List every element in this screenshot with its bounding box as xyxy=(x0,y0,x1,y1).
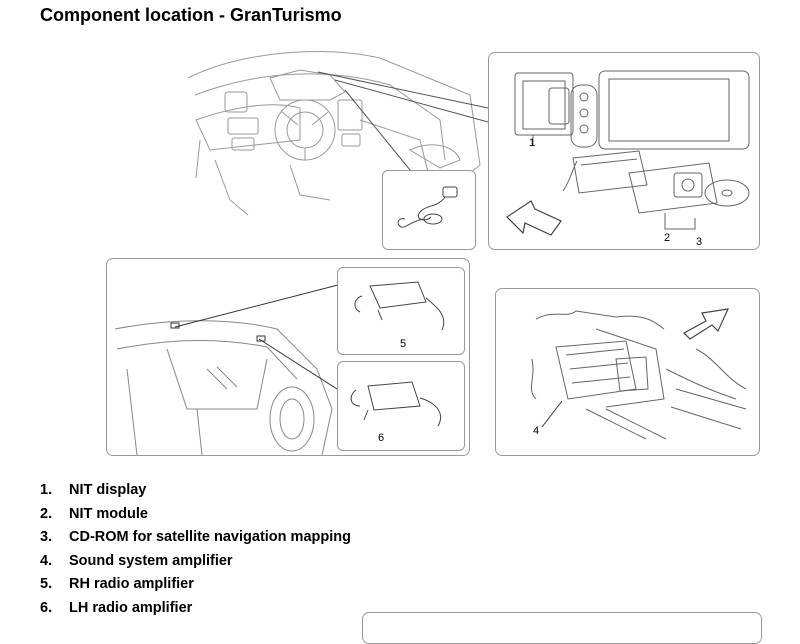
legend-label: NIT module xyxy=(69,505,148,522)
callout-4: 4 xyxy=(533,425,540,437)
page-title: Component location - GranTurismo xyxy=(40,5,342,25)
legend-item: 3. CD-ROM for satellite navigation mappin… xyxy=(40,527,351,551)
legend-item: 6. LH radio amplifier xyxy=(40,598,351,622)
sound-amplifier-panel: 4 xyxy=(495,288,760,456)
legend-number: 2. xyxy=(40,505,53,522)
legend-number: 3. xyxy=(40,529,53,546)
legend-label: RH radio amplifier xyxy=(69,576,194,593)
rh-amplifier-inset: 5 xyxy=(337,267,465,355)
callout-6: 6 xyxy=(378,432,385,444)
callout-2: 2 xyxy=(664,232,671,244)
nit-module-panel: 1 2 3 xyxy=(488,52,760,250)
rh-amplifier-drawing xyxy=(354,281,445,331)
legend-number: 1. xyxy=(40,482,53,498)
antenna-cable-drawing xyxy=(397,186,458,228)
nit-module-drawing xyxy=(506,70,750,236)
callout-5: 5 xyxy=(400,338,407,350)
radio-amplifier-panel: 5 6 xyxy=(106,258,470,456)
lh-amplifier-inset: 6 xyxy=(337,361,465,451)
antenna-cable-inset xyxy=(382,170,476,250)
dashboard-illustration xyxy=(187,51,489,216)
callout-1: 1 xyxy=(529,137,536,149)
sound-amplifier-drawing xyxy=(530,308,747,440)
legend-item: 2. NIT module xyxy=(40,504,351,528)
legend-label: Sound system amplifier xyxy=(69,552,233,569)
car-rear-drawing xyxy=(114,276,370,456)
cropped-panel xyxy=(362,612,762,644)
legend-label: CD-ROM for satellite navigation mapping xyxy=(69,529,351,546)
component-legend: 1. NIT display 2. NIT module 3. CD-ROM for … xyxy=(40,480,351,622)
legend-number: 5. xyxy=(40,576,53,593)
legend-item: 5. RH radio amplifier xyxy=(40,574,351,598)
lh-amplifier-drawing xyxy=(350,381,442,427)
legend-item: 4. Sound system amplifier xyxy=(40,551,351,575)
callout-3: 3 xyxy=(696,236,703,248)
legend-number: 4. xyxy=(40,552,53,569)
legend-item: 1. NIT display xyxy=(40,480,351,504)
legend-label: LH radio amplifier xyxy=(69,599,193,616)
legend-label: NIT display xyxy=(69,482,147,498)
legend-number: 6. xyxy=(40,599,53,616)
